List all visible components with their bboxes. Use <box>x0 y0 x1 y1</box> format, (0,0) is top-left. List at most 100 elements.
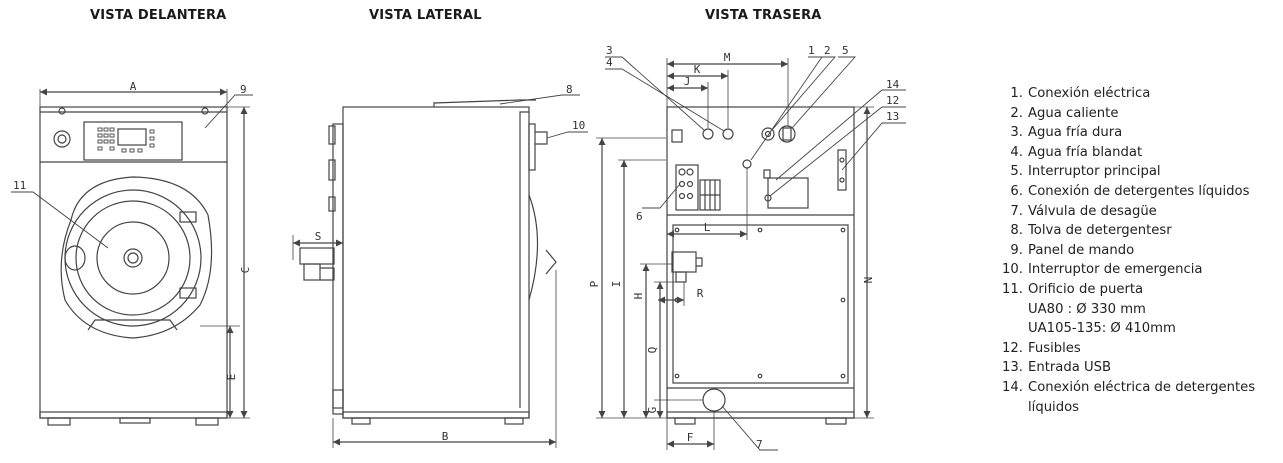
legend-item-number: 10. <box>1002 262 1023 278</box>
detergent-connection-block <box>675 164 699 211</box>
dim-label-I: I <box>610 281 623 288</box>
legend-item-number: 2. <box>1010 105 1023 121</box>
callout-5: 5 <box>842 44 849 57</box>
dim-label-J: J <box>684 75 691 88</box>
legend-item-text: Agua caliente <box>1028 105 1119 121</box>
control-panel <box>83 121 183 161</box>
drain-valve-rear <box>671 251 697 273</box>
dim-label-M: M <box>724 51 731 64</box>
usb-port-area <box>837 149 847 191</box>
legend-item-text: Interruptor de emergencia <box>1028 262 1203 278</box>
legend-item: 9. Panel de mando <box>990 241 1280 261</box>
legend-item-number: 1. <box>1010 86 1023 101</box>
dim-label-H: H <box>632 293 645 300</box>
side-view <box>292 94 588 448</box>
dim-label-Q: Q <box>646 347 659 354</box>
callout-4: 4 <box>606 56 613 69</box>
front-view-title: VISTA DELANTERA <box>90 8 227 23</box>
callout-2: 2 <box>824 44 831 57</box>
legend-item: 1. Conexión eléctrica <box>990 84 1280 104</box>
rear-panel <box>672 224 849 384</box>
legend-item-text: Válvula de desagüe <box>1028 203 1157 219</box>
side-body <box>342 106 530 419</box>
door-frame <box>60 176 213 339</box>
legend-item-number: 6. <box>1010 183 1023 199</box>
soft-cold-water-inlet <box>722 128 734 140</box>
legend-item: 8. Tolva de detergentesr <box>990 221 1280 241</box>
legend-item-number: 4. <box>1010 144 1023 160</box>
legend-item: 12. Fusibles <box>990 339 1280 359</box>
dim-label-B: B <box>442 430 449 443</box>
legend-item-subline: UA105-135: Ø 410mm <box>1028 321 1176 337</box>
rear-body <box>666 106 855 419</box>
legend-item-number: 9. <box>1010 242 1023 258</box>
dim-label-K: K <box>694 63 701 76</box>
legend-item: 2. Agua caliente <box>990 104 1280 124</box>
dim-label-L: L <box>704 221 711 234</box>
drain-valve-side <box>303 263 321 281</box>
dim-label-A: A <box>130 80 137 93</box>
emergency-switch <box>535 131 548 145</box>
legend-item: 10. Interruptor de emergencia <box>990 260 1280 280</box>
front-view <box>11 88 253 426</box>
main-switch-icon <box>778 125 796 143</box>
callout-11: 11 <box>13 179 26 192</box>
legend-item: 3.Agua fría dura <box>990 123 1280 143</box>
drum-center-icon <box>123 248 143 268</box>
rear-view-title: VISTA TRASERA <box>705 8 822 23</box>
legend-item-number: 12. <box>1002 340 1023 356</box>
callout-6: 6 <box>636 210 643 223</box>
legend-item-text: Orificio de puerta <box>1028 281 1144 297</box>
dim-label-P: P <box>588 280 601 287</box>
legend-item-number: 14. <box>1002 379 1023 395</box>
hot-water-inlet <box>761 127 775 141</box>
emergency-button-icon <box>53 130 71 148</box>
drain-outlet-icon <box>702 388 726 412</box>
dim-label-R: R <box>697 287 704 300</box>
callout-3: 3 <box>606 44 613 57</box>
rear-view <box>596 56 906 451</box>
legend-item-number: 13. <box>1002 360 1023 376</box>
callout-14: 14 <box>886 78 900 91</box>
legend-item-text: Conexión eléctrica <box>1028 86 1151 101</box>
legend-item-text: Entrada USB <box>1028 360 1112 376</box>
legend-item-number: 8. <box>1010 223 1023 239</box>
legend-item-number: 11. <box>1002 281 1023 297</box>
callout-8: 8 <box>566 83 573 96</box>
legend-item-text: Agua fría blandat <box>1028 144 1143 160</box>
legend-item-text: Interruptor principal <box>1028 164 1161 180</box>
legend-item: 6. Conexión de detergentes líquidos <box>990 182 1280 202</box>
screw-icon <box>58 107 66 115</box>
screw-icon <box>201 107 209 115</box>
fuse-box <box>767 177 809 209</box>
callout-10: 10 <box>572 119 585 132</box>
dim-label-E: E <box>225 374 238 381</box>
legend-item: 4. Agua fría blandat <box>990 143 1280 163</box>
legend-item-number: 3. <box>1010 125 1023 141</box>
legend-item-text: Conexión de detergentes líquidos <box>1028 183 1250 199</box>
legend-item: 11. Orificio de puerta <box>990 280 1280 300</box>
legend-item-number: 5. <box>1010 164 1023 180</box>
legend-item-subline: UA80 : Ø 330 mm <box>1028 301 1146 317</box>
dim-label-C: C <box>239 267 252 274</box>
callout-13: 13 <box>886 110 899 123</box>
dim-label-N: N <box>862 277 875 284</box>
legend-item-subline: líquidos <box>1028 399 1080 415</box>
legend-item: 5. Interruptor principal <box>990 162 1280 182</box>
legend-item: 14.Conexión eléctrica de detergentes <box>990 378 1280 398</box>
legend-item: 7.Válvula de desagüe <box>990 202 1280 222</box>
legend-item-text: Panel de mando <box>1028 242 1135 258</box>
dim-label-S: S <box>315 230 322 243</box>
electrical-connection-icon <box>742 159 752 169</box>
legend-item: 13. Entrada USB <box>990 358 1280 378</box>
callout-1: 1 <box>808 44 815 57</box>
display-screen <box>117 128 147 146</box>
hard-cold-water-inlet <box>702 128 714 140</box>
legend-item-text: Tolva de detergentesr <box>1028 223 1172 239</box>
dim-label-F: F <box>687 431 694 444</box>
door-handle <box>64 245 86 271</box>
legend-item-text: Fusibles <box>1028 340 1081 356</box>
